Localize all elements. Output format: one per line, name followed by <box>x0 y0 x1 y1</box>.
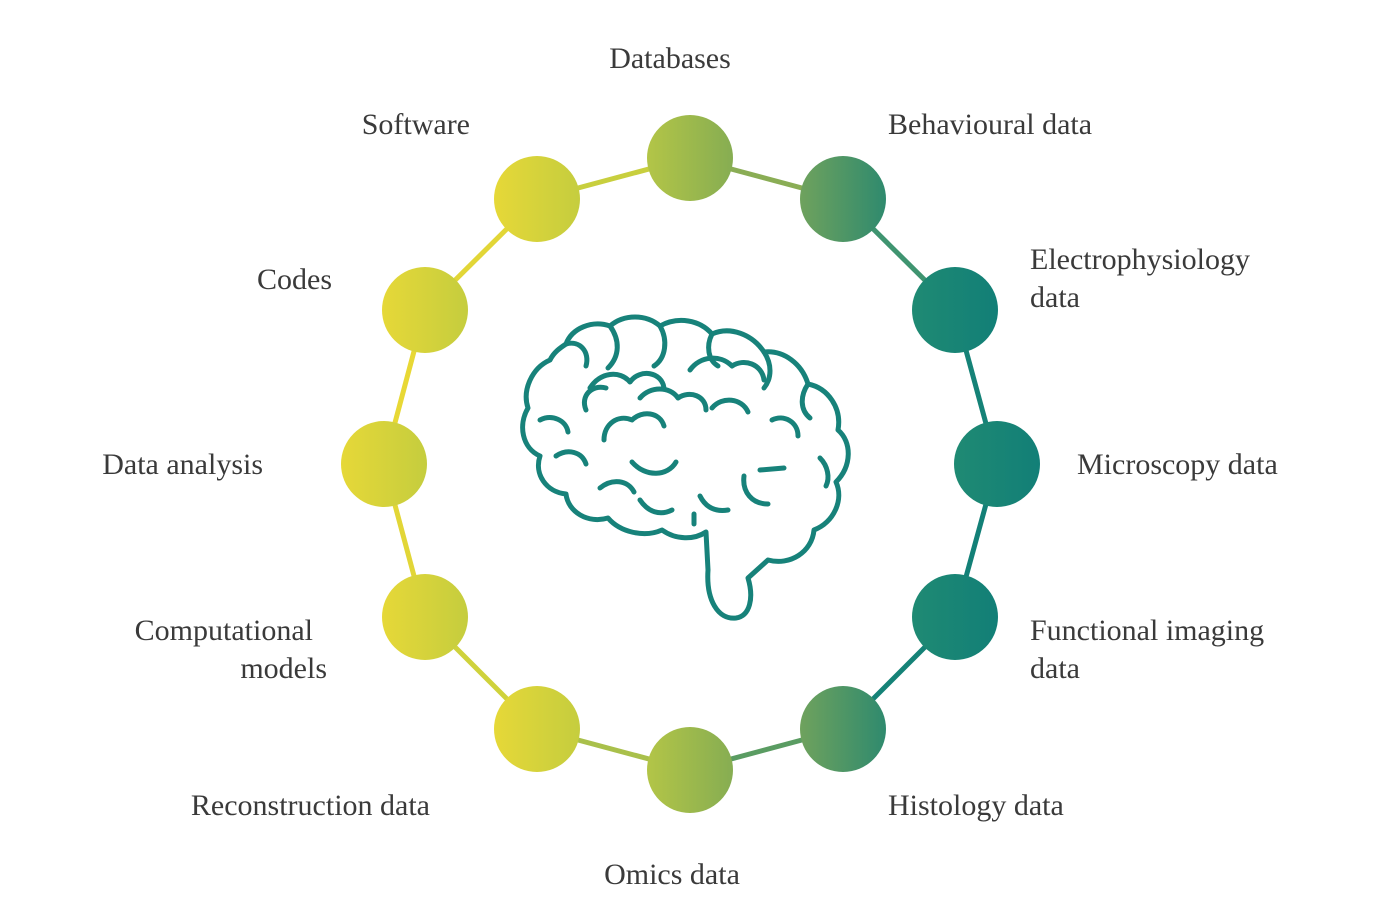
node-circle-histology-data <box>800 686 886 772</box>
ring-edges <box>381 155 1000 773</box>
node-label-functional-imaging-data: Functional imaging data <box>1030 614 1264 685</box>
node-circle-functional-imaging-data <box>912 574 998 660</box>
node-label-line: Data analysis <box>102 448 263 481</box>
node-circle-behavioural-data <box>800 156 886 242</box>
node-label-line: models <box>240 652 327 685</box>
node-circle-computational-models <box>382 574 468 660</box>
node-label-electrophysiology-data: Electrophysiology data <box>1030 243 1250 314</box>
node-circle-databases <box>647 115 733 201</box>
node-label-omics-data: Omics data <box>604 858 740 891</box>
node-circle-microscopy-data <box>954 421 1040 507</box>
node-label-databases: Databases <box>609 42 731 75</box>
node-circle-codes <box>382 267 468 353</box>
ring-nodes <box>341 115 1040 813</box>
node-label-behavioural-data: Behavioural data <box>888 108 1092 141</box>
node-label-line: Codes <box>257 263 332 296</box>
node-label-computational-models: Computational models <box>135 614 327 685</box>
node-label-histology-data: Histology data <box>888 789 1064 822</box>
node-label-line: Behavioural data <box>888 108 1092 141</box>
node-circle-omics-data <box>647 727 733 813</box>
node-label-line: Electrophysiology <box>1030 243 1250 276</box>
node-circle-reconstruction-data <box>494 686 580 772</box>
node-circle-software <box>494 156 580 242</box>
node-label-line: Microscopy data <box>1077 448 1278 481</box>
node-label-reconstruction-data: Reconstruction data <box>191 789 430 822</box>
node-label-software: Software <box>362 108 470 141</box>
node-label-line: data <box>1030 652 1080 685</box>
node-label-line: Histology data <box>888 789 1064 822</box>
node-label-line: data <box>1030 281 1080 314</box>
node-label-data-analysis: Data analysis <box>102 448 263 481</box>
brain-icon <box>520 314 851 621</box>
node-label-line: Databases <box>609 42 731 75</box>
node-label-line: Reconstruction data <box>191 789 430 822</box>
node-label-codes: Codes <box>257 263 332 296</box>
node-circle-electrophysiology-data <box>912 267 998 353</box>
node-label-line: Functional imaging <box>1030 614 1264 647</box>
node-label-microscopy-data: Microscopy data <box>1077 448 1278 481</box>
node-label-line: Computational <box>135 614 313 647</box>
node-label-line: Omics data <box>604 858 740 891</box>
node-label-line: Software <box>362 108 470 141</box>
node-circle-data-analysis <box>341 421 427 507</box>
